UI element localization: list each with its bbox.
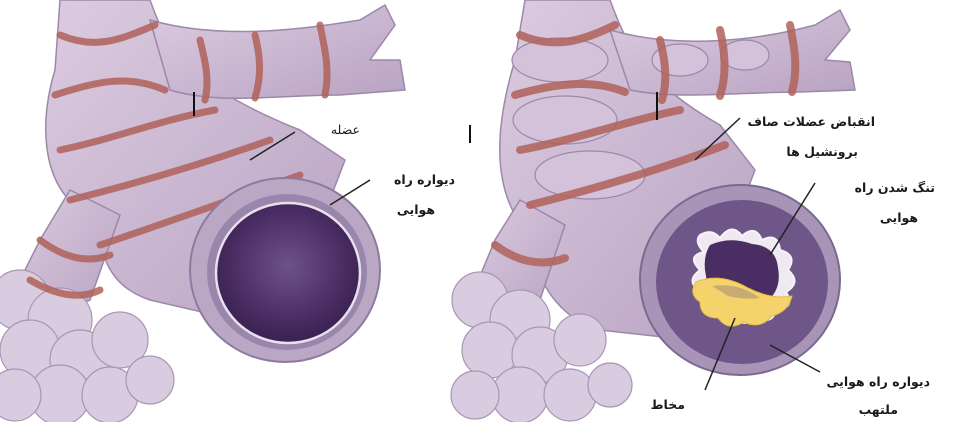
normal-upper-branch [150, 5, 405, 98]
tick-mark [656, 92, 658, 120]
normal-lumen [216, 203, 360, 343]
label-narrowing-2: هوایی [830, 208, 918, 227]
label-airway-wall-2: هوایی [370, 200, 435, 219]
label-inflamed-wall-1: دیواره راه هوایی [818, 372, 930, 391]
label-narrowing-1: تنگ شدن راه [830, 178, 935, 197]
tick-mark [193, 92, 195, 116]
label-mucus: مخاط [640, 395, 685, 414]
normal-airway [0, 0, 405, 422]
label-inflamed-wall-2: ملتهب [818, 400, 898, 419]
label-muscle-contraction-2: برونشیل ها [740, 142, 858, 161]
tick-mark [469, 125, 471, 143]
asthma-airway [451, 0, 855, 422]
label-muscle-contraction-1: انقباض عضلات صاف [740, 112, 875, 131]
label-airway-wall-1: دیواره راه [370, 170, 455, 189]
label-muscle: عضله [300, 120, 360, 139]
normal-cross-section [190, 178, 380, 362]
asthma-cross-section [640, 185, 840, 375]
